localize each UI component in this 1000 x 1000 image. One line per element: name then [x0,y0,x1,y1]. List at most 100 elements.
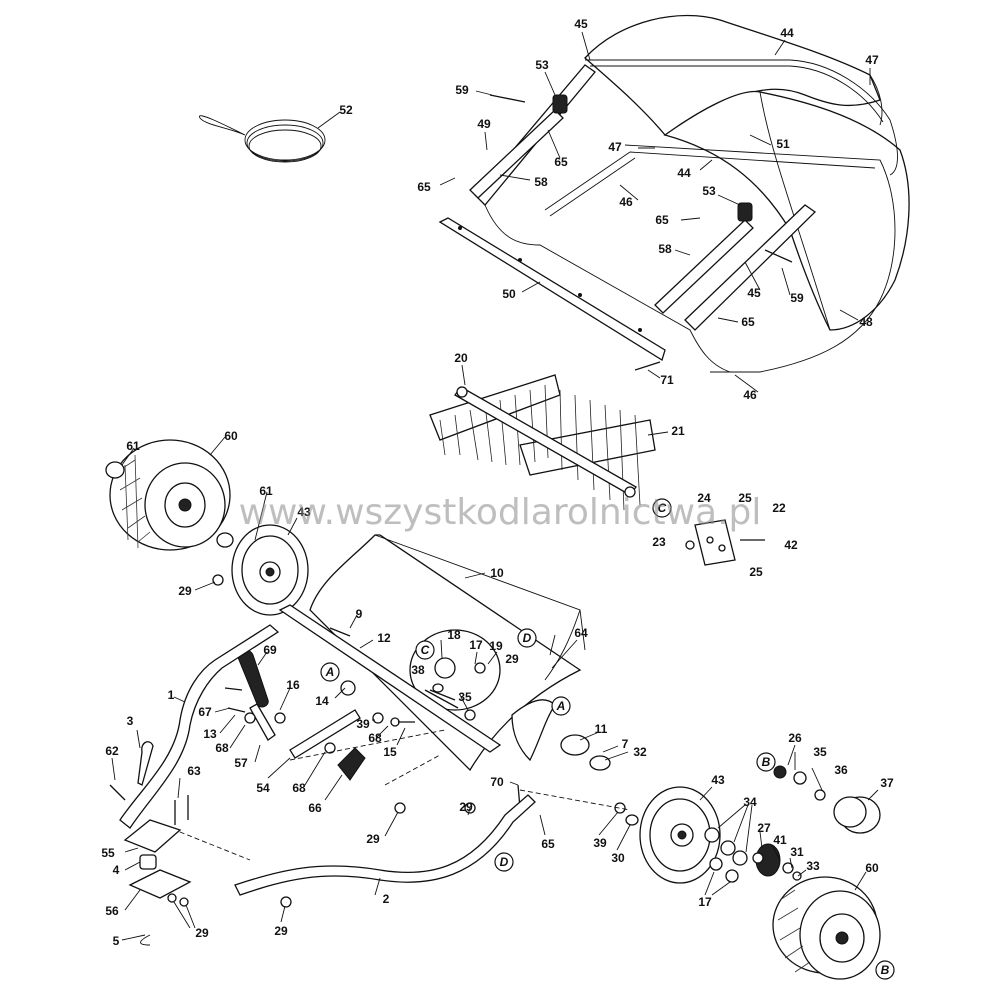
leader-lines [111,31,879,941]
connection-marker-d: D [517,628,537,648]
callout-48: 48 [859,315,873,329]
callout-34: 34 [743,795,757,809]
gear-wheel-43-right [639,786,721,884]
callout-5: 5 [113,934,120,948]
callout-65: 65 [655,213,669,227]
callout-41: 41 [773,833,787,847]
callout-1: 1 [168,688,175,702]
callout-42: 42 [784,538,798,552]
wheel-60-left [105,439,231,551]
callout-29: 29 [505,652,519,666]
connection-marker-a: A [320,662,340,682]
callout-65: 65 [741,315,755,329]
callout-35: 35 [458,690,472,704]
side-arm-right [684,204,817,331]
connection-marker-b: B [875,960,895,980]
callout-9: 9 [356,607,363,621]
callout-29: 29 [459,800,473,814]
callout-65: 65 [417,180,431,194]
callout-66: 66 [308,801,322,815]
spring-53-left [552,94,568,114]
callout-24: 24 [697,491,711,505]
callout-44: 44 [677,166,691,180]
rods [278,604,502,759]
callout-61: 61 [259,484,273,498]
callout-59: 59 [790,291,804,305]
svg-text:A: A [325,665,335,679]
clamp-assembly [109,741,292,946]
callout-61: 61 [126,439,140,453]
callout-68: 68 [215,741,229,755]
connection-marker-a: A [551,696,571,716]
bag-frame-bottom [624,144,896,373]
callout-36: 36 [834,763,848,777]
callout-15: 15 [383,745,397,759]
callout-65: 65 [541,837,555,851]
callout-63: 63 [187,764,201,778]
callout-16: 16 [286,678,300,692]
callout-4: 4 [113,863,120,877]
callout-54: 54 [256,781,270,795]
callout-29: 29 [178,584,192,598]
callout-22: 22 [772,501,786,515]
callout-29: 29 [274,924,288,938]
callout-55: 55 [101,846,115,860]
callout-47: 47 [608,140,622,154]
callout-38: 38 [411,663,425,677]
callout-39: 39 [593,836,607,850]
callout-37: 37 [880,776,894,790]
callout-12: 12 [377,631,391,645]
callout-14: 14 [315,694,329,708]
callout-44: 44 [780,26,794,40]
callout-33: 33 [806,859,820,873]
tube-58-right [654,219,754,314]
callout-13: 13 [203,727,217,741]
svg-text:C: C [421,643,430,657]
callout-17: 17 [698,895,712,909]
washers-34-17 [704,827,748,883]
svg-text:B: B [881,963,890,977]
grass-bag-assembly [438,14,910,373]
callout-18: 18 [447,628,461,642]
callout-29: 29 [366,832,380,846]
callout-46: 46 [743,388,757,402]
callout-43: 43 [711,773,725,787]
callout-30: 30 [611,851,625,865]
bracket-bar-50 [438,217,666,362]
lower-frame-46 [484,204,731,373]
callout-52: 52 [339,103,353,117]
wheel-60-right [772,876,881,980]
callout-56: 56 [105,904,119,918]
washers-26-35-36 [773,765,826,801]
watermark-text: www.wszystkodlarolnictwa.pl [239,492,762,533]
callout-45: 45 [574,17,588,31]
brush-bracket-22-25 [685,519,765,566]
handle-2 [234,794,536,896]
lever-66 [337,747,366,781]
svg-text:C: C [658,501,667,515]
callout-19: 19 [489,639,503,653]
tube-58-left [469,109,564,199]
callout-17: 17 [469,638,483,652]
callout-57: 57 [234,756,248,770]
brush-assembly [429,374,656,511]
callout-23: 23 [652,535,666,549]
callout-67: 67 [198,705,212,719]
callout-59: 59 [455,83,469,97]
callout-26: 26 [788,731,802,745]
callout-68: 68 [292,781,306,795]
callout-21: 21 [671,424,685,438]
callout-46: 46 [619,195,633,209]
callout-58: 58 [658,242,672,256]
callout-10: 10 [490,566,504,580]
callout-2: 2 [383,892,390,906]
callout-68: 68 [368,731,382,745]
callout-7: 7 [622,737,629,751]
callout-11: 11 [595,722,608,736]
callout-35: 35 [813,745,827,759]
callout-45: 45 [747,286,761,300]
callout-32: 32 [633,745,647,759]
svg-text:A: A [556,699,566,713]
bag-frame-top [585,59,898,176]
